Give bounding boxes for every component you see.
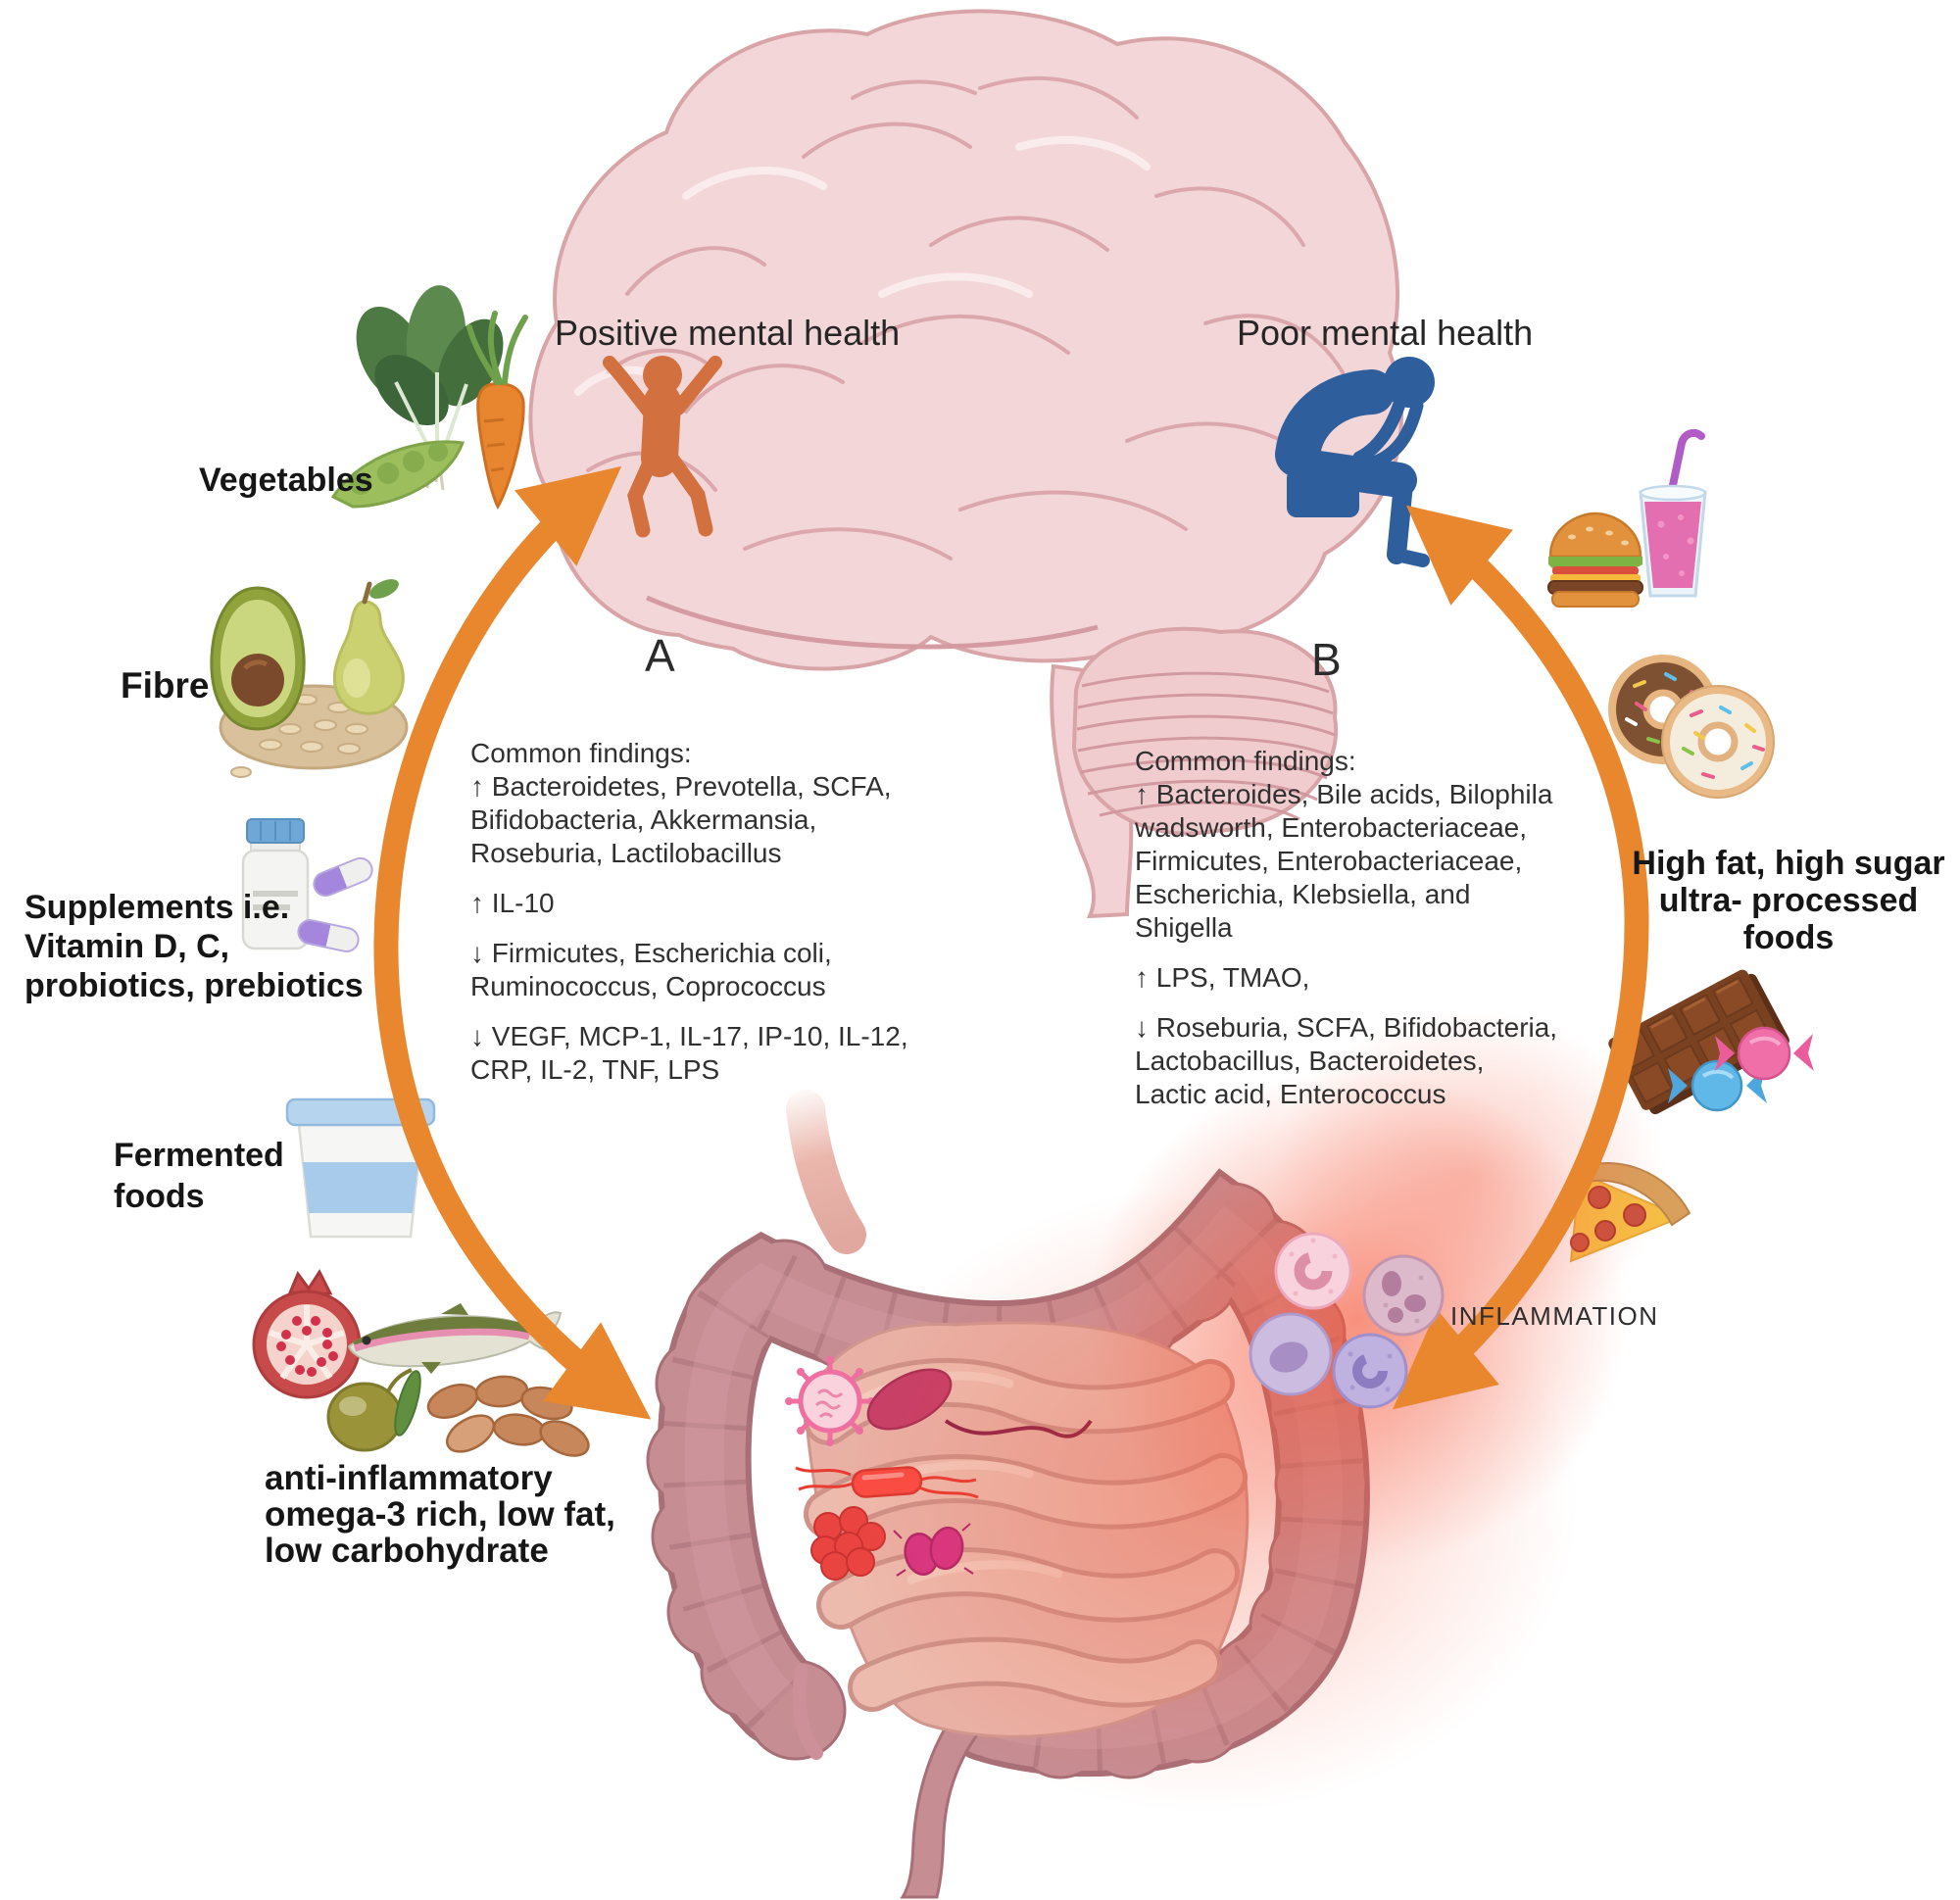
findings-a-item-1: ↑ Bacteroidetes, Prevotella, SCFA, Bifid…: [470, 771, 892, 868]
section-a-label: A: [645, 630, 675, 681]
positive-mental-health-label: Positive mental health: [555, 313, 901, 353]
avocado-icon: [210, 586, 306, 731]
vegetables-label: Vegetables: [199, 462, 373, 499]
findings-a-heading: Common findings:: [470, 738, 692, 768]
inflammation-glow: [833, 1009, 1666, 1813]
negative-cycle-arrow: [1393, 505, 1649, 1410]
supplements-icons: [241, 818, 373, 952]
anti-inflammatory-label: anti-inflammatory omega-3 rich, low fat,…: [265, 1459, 615, 1570]
findings-a-item-2: ↑ IL-10: [470, 888, 555, 918]
positive-cycle-arrow: [373, 465, 652, 1420]
immune-cells-icon: [1249, 1232, 1445, 1409]
smoothie-glass-icon: [1639, 428, 1707, 598]
anti-inflammatory-icons: [252, 1268, 590, 1457]
vegetables-icons: [330, 285, 528, 511]
candy-pink-icon: [1715, 1026, 1814, 1081]
carrot-icon: [466, 311, 528, 511]
pea-pod-icon: [330, 440, 466, 509]
pill-bottle-icon: [241, 818, 310, 950]
findings-b-heading: Common findings:: [1135, 746, 1356, 776]
fibre-label: Fibre: [121, 665, 210, 706]
fibre-icons: [210, 579, 409, 778]
findings-a-item-3: ↓ Firmicutes, Escherichia coli, Ruminoco…: [470, 938, 832, 1001]
pomegranate-icon: [252, 1268, 362, 1399]
poor-mental-health-label: Poor mental health: [1237, 313, 1534, 353]
findings-a-block: Common findings: ↑ Bacteroidetes, Prevot…: [470, 737, 931, 1103]
almonds-icon: [426, 1375, 590, 1457]
burger-icon: [1547, 512, 1643, 608]
findings-b-item-1: ↑ Bacteroides, Bile acids, Bilophila wad…: [1135, 779, 1553, 943]
appendix: [792, 1664, 823, 1760]
donuts-icon: [1608, 655, 1775, 799]
high-fat-label: High fat, high sugar ultra- processed fo…: [1632, 845, 1945, 956]
findings-b-item-3: ↓ Roseburia, SCFA, Bifidobacteria, Lacto…: [1135, 1012, 1558, 1109]
section-b-label: B: [1311, 634, 1342, 685]
findings-a-item-4: ↓ VEGF, MCP-1, IL-17, IP-10, IL-12, CRP,…: [470, 1021, 908, 1085]
fermented-foods-label: Fermented foods: [114, 1137, 284, 1215]
rectum: [900, 1698, 996, 1899]
olive-icon: [326, 1368, 421, 1452]
capsules-icon: [297, 856, 373, 952]
pear-icon: [332, 579, 405, 715]
findings-b-item-2: ↑ LPS, TMAO,: [1135, 962, 1310, 993]
sprinkle-donut-icon: [1661, 685, 1775, 799]
esophagus-tube: [786, 1090, 866, 1254]
supplements-label: Supplements i.e. Vitamin D, C, probiotic…: [24, 889, 364, 1004]
inflammation-label: INFLAMMATION: [1450, 1301, 1659, 1331]
findings-b-block: Common findings: ↑ Bacteroides, Bile aci…: [1135, 745, 1605, 1128]
